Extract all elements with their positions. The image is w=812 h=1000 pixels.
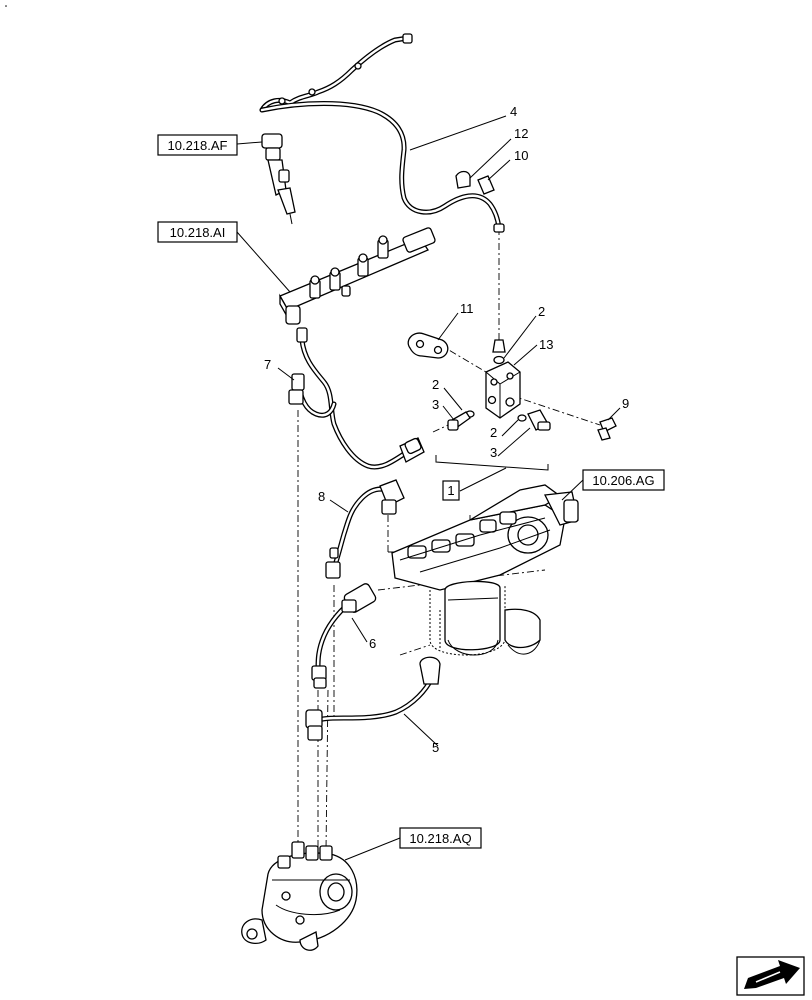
small-fittings bbox=[447, 170, 617, 441]
callout-9: 9 bbox=[622, 396, 629, 411]
common-rail bbox=[279, 227, 436, 325]
high-pressure-pump bbox=[241, 841, 358, 951]
callout-12: 12 bbox=[514, 126, 528, 141]
reference-label: 10.218.AF bbox=[168, 138, 228, 153]
filter-bowl bbox=[429, 580, 541, 656]
reference-box-10-218-af[interactable]: 10.218.AF bbox=[157, 134, 238, 156]
return-line-4 bbox=[259, 33, 505, 233]
reference-label: 10.206.AG bbox=[592, 473, 654, 488]
line-7 bbox=[288, 327, 425, 470]
block-13 bbox=[485, 361, 521, 419]
reference-box-10-218-ai[interactable]: 10.218.AI bbox=[157, 221, 238, 243]
callout-3-left: 3 bbox=[432, 397, 439, 412]
fuel-filter-housing bbox=[391, 484, 579, 591]
callout-numbers: 4 12 10 11 2 13 7 2 3 9 2 3 8 6 5 bbox=[264, 104, 629, 755]
corner-dot bbox=[5, 5, 7, 7]
callout-1: 1 bbox=[447, 483, 454, 498]
callout-2-top: 2 bbox=[538, 304, 545, 319]
gasket-11 bbox=[407, 332, 449, 359]
line-8 bbox=[325, 479, 405, 579]
reference-label: 10.218.AI bbox=[170, 225, 226, 240]
reference-label: 10.218.AQ bbox=[409, 831, 471, 846]
callout-13: 13 bbox=[539, 337, 553, 352]
arrow-icon[interactable] bbox=[736, 956, 805, 996]
callout-11: 11 bbox=[460, 301, 474, 316]
reference-box-10-206-ag[interactable]: 10.206.AG bbox=[582, 469, 665, 491]
callout-4: 4 bbox=[510, 104, 517, 119]
callout-2-left: 2 bbox=[432, 377, 439, 392]
callout-6: 6 bbox=[369, 636, 376, 651]
callout-5: 5 bbox=[432, 740, 439, 755]
callout-7: 7 bbox=[264, 357, 271, 372]
callout-10: 10 bbox=[514, 148, 528, 163]
callout-8: 8 bbox=[318, 489, 325, 504]
kit-callout-1: 1 bbox=[442, 480, 460, 501]
rail-outlet-ports bbox=[309, 235, 389, 299]
pump-ports bbox=[277, 841, 333, 869]
injector bbox=[261, 133, 296, 225]
line-6 bbox=[311, 583, 377, 689]
callout-2-right: 2 bbox=[490, 425, 497, 440]
reference-box-10-218-aq[interactable]: 10.218.AQ bbox=[399, 827, 482, 849]
callout-3-right: 3 bbox=[490, 445, 497, 460]
leader-lines bbox=[236, 115, 621, 861]
line-5 bbox=[305, 656, 441, 741]
